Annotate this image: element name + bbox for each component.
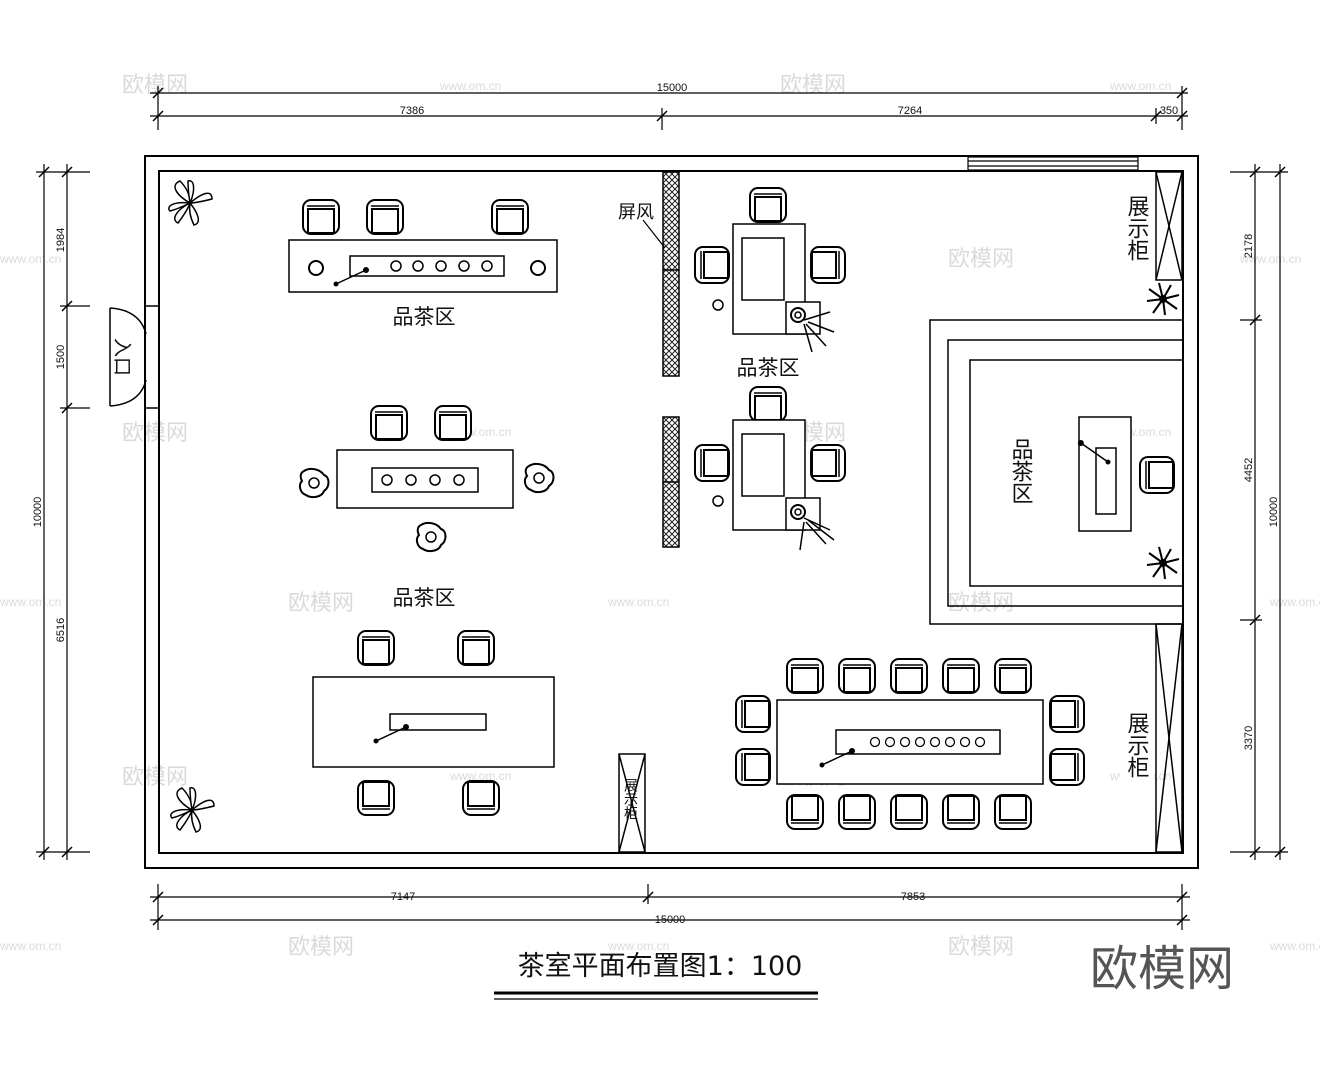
watermark-url: www.om.cn: [1269, 939, 1320, 953]
watermark-text: 欧模网: [948, 935, 1014, 960]
dim-bottom-right: 7853: [901, 891, 925, 903]
dim-top-mid: 7264: [898, 105, 922, 117]
tea-area-label-1: 品茶区: [393, 305, 456, 329]
tea-table-7: [735, 658, 1085, 830]
screen-partition: [662, 171, 680, 377]
watermark-text: 欧模网: [948, 591, 1014, 616]
display-cabinet-top: [1155, 171, 1183, 281]
watermark-url: www.om.cn: [607, 595, 669, 609]
watermark-url: www.om.cn: [607, 939, 669, 953]
tea-table-1: [288, 199, 558, 293]
plant-icon: [170, 786, 215, 833]
dimension-lines: [36, 86, 1288, 930]
tea-table-4: [694, 187, 846, 353]
display-cabinet-label: 展示柜: [1124, 712, 1150, 778]
entrance-door: [109, 305, 158, 409]
watermark-url: www.om.cn: [1109, 79, 1171, 93]
watermark-url: www.om.cn: [0, 939, 61, 953]
dim-right-1: 2178: [1243, 234, 1255, 258]
tea-area-label-4: 品茶区: [1008, 438, 1034, 504]
tea-table-2: [298, 405, 555, 553]
dim-right-2: 4452: [1243, 458, 1255, 482]
dim-bottom-left: 7147: [391, 891, 415, 903]
display-cabinet-label: 展示柜: [1124, 195, 1150, 261]
watermark-text: 欧模网: [288, 591, 354, 616]
brand-logo-text: 欧模网: [1090, 941, 1234, 997]
entrance-opening: [146, 306, 158, 408]
palm-plant-icon: [1146, 546, 1180, 580]
watermark-text: 欧模网: [122, 73, 188, 98]
exterior-walls: [144, 155, 1199, 869]
watermark-text: 欧模网: [122, 765, 188, 790]
dim-top-left: 7386: [400, 105, 424, 117]
tea-table-5: [694, 386, 846, 551]
dim-right-3: 3370: [1243, 726, 1255, 750]
dim-top-right: 350: [1160, 105, 1178, 117]
dim-left-2: 1500: [55, 345, 67, 369]
dim-left-3: 6516: [55, 618, 67, 642]
tea-area-label-2: 品茶区: [393, 586, 456, 610]
dim-left-1: 1984: [55, 228, 67, 252]
dim-left-total: 10000: [32, 497, 44, 528]
dim-bottom-total: 15000: [655, 914, 686, 926]
display-cabinet-label: 展示柜: [622, 778, 638, 820]
dim-top-total: 15000: [657, 82, 688, 94]
display-cabinet-bottom: [1155, 623, 1183, 853]
window: [967, 156, 1139, 171]
watermark-url: www.om.cn: [439, 79, 501, 93]
display-cabinet-small: [618, 753, 646, 853]
watermark-text: 欧模网: [122, 421, 188, 446]
private-room: [929, 319, 1182, 625]
tea-table-3: [312, 630, 555, 816]
dim-right-total: 10000: [1268, 497, 1280, 528]
watermark-text: 欧模网: [780, 73, 846, 98]
tea-area-label-3: 品茶区: [737, 356, 800, 380]
screen-label: 屏风: [618, 202, 654, 223]
watermark-url: www.om.cn: [0, 252, 61, 266]
watermark-url: www.om.cn: [0, 595, 61, 609]
plant-icon: [168, 179, 213, 226]
watermark-text: 欧模网: [948, 247, 1014, 272]
watermark-url: www.om.cn: [1269, 595, 1320, 609]
drawing-title: 茶室平面布置图1：100: [518, 951, 803, 982]
entrance-label: 入口: [111, 338, 133, 376]
watermark-url: www.om.cn: [449, 769, 511, 783]
tea-table-6: [1076, 416, 1175, 532]
watermark-text: 欧模网: [288, 935, 354, 960]
palm-plant-icon: [1146, 282, 1180, 316]
